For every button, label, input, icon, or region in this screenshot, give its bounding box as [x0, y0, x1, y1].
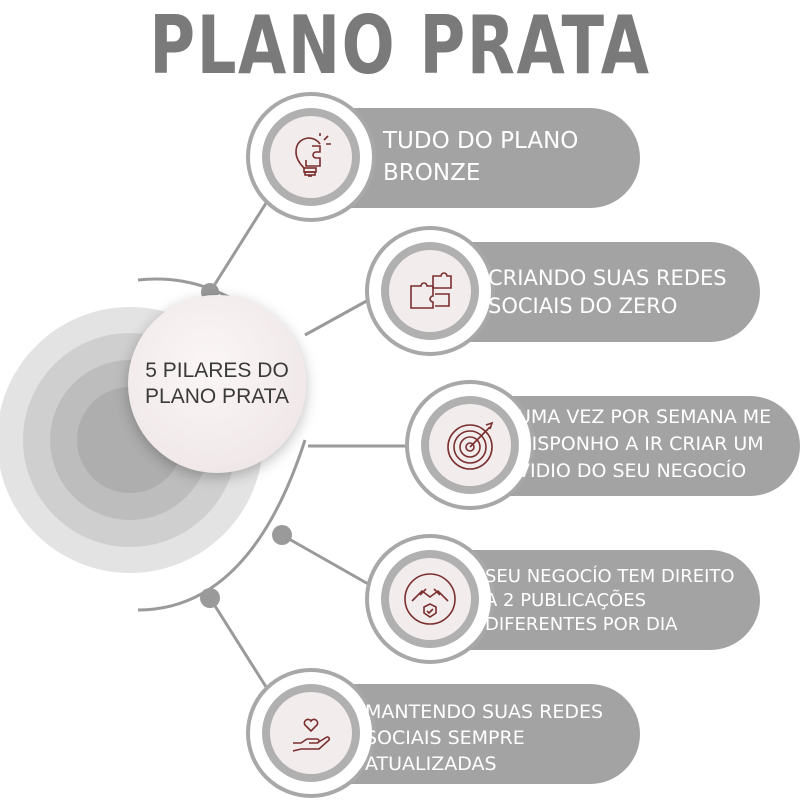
pillar-text-2: CRIANDO SUAS REDES SOCIAIS DO ZERO: [488, 264, 727, 320]
pillar-text-line: TUDO DO PLANO: [383, 128, 579, 154]
pillar-text-5: MANTENDO SUAS REDES SOCIAIS SEMPRE ATUAL…: [365, 699, 603, 777]
lower-arc: [137, 439, 307, 612]
pillar-text-line: DIFERENTES POR DIA: [485, 614, 678, 635]
node-dot: [272, 525, 292, 545]
heart-hand-icon: [270, 692, 352, 774]
pillar-text-line: CRIANDO SUAS REDES: [488, 266, 727, 290]
pillar-text-line: SOCIAIS SEMPRE: [365, 727, 525, 749]
pillar-text-line: SOCIAIS DO ZERO: [488, 294, 678, 318]
pillar-text-line: A 2 PUBLICAÇÕES: [485, 590, 647, 611]
pillar-text-line: VIDIO DO SEU NEGOCÍO: [517, 460, 747, 482]
connector-1: [208, 199, 270, 293]
pillar-text-1: TUDO DO PLANO BRONZE: [383, 125, 578, 189]
pillar-text-line: MANTENDO SUAS REDES: [365, 701, 604, 723]
lightbulb-puzzle-icon: [270, 116, 352, 198]
pillar-text-line: DISPONHO A IR CRIAR UM: [517, 433, 764, 455]
handshake-icon: [389, 558, 471, 640]
puzzle-pieces-icon: [389, 250, 471, 332]
connector-2: [304, 296, 373, 337]
hub-circle: 5 PILARES DO PLANO PRATA: [128, 295, 306, 473]
pillar-text-line: BRONZE: [383, 160, 481, 186]
connector-5: [208, 597, 270, 691]
pillar-text-3: UMA VEZ POR SEMANA ME DISPONHO A IR CRIA…: [517, 404, 771, 485]
pillar-text-line: SEU NEGOCÍO TEM DIREITO: [485, 566, 735, 587]
node-dot: [200, 588, 220, 608]
pillar-text-line: UMA VEZ POR SEMANA ME: [517, 406, 772, 428]
pillar-text-4: SEU NEGOCÍO TEM DIREITO A 2 PUBLICAÇÕES …: [485, 565, 735, 637]
page-title: PLANO PRATA: [149, 0, 651, 92]
connector-4: [281, 533, 371, 587]
hub-label: 5 PILARES DO PLANO PRATA: [145, 359, 289, 408]
target-icon: [429, 404, 511, 486]
pillar-text-line: ATUALIZADAS: [365, 753, 497, 775]
